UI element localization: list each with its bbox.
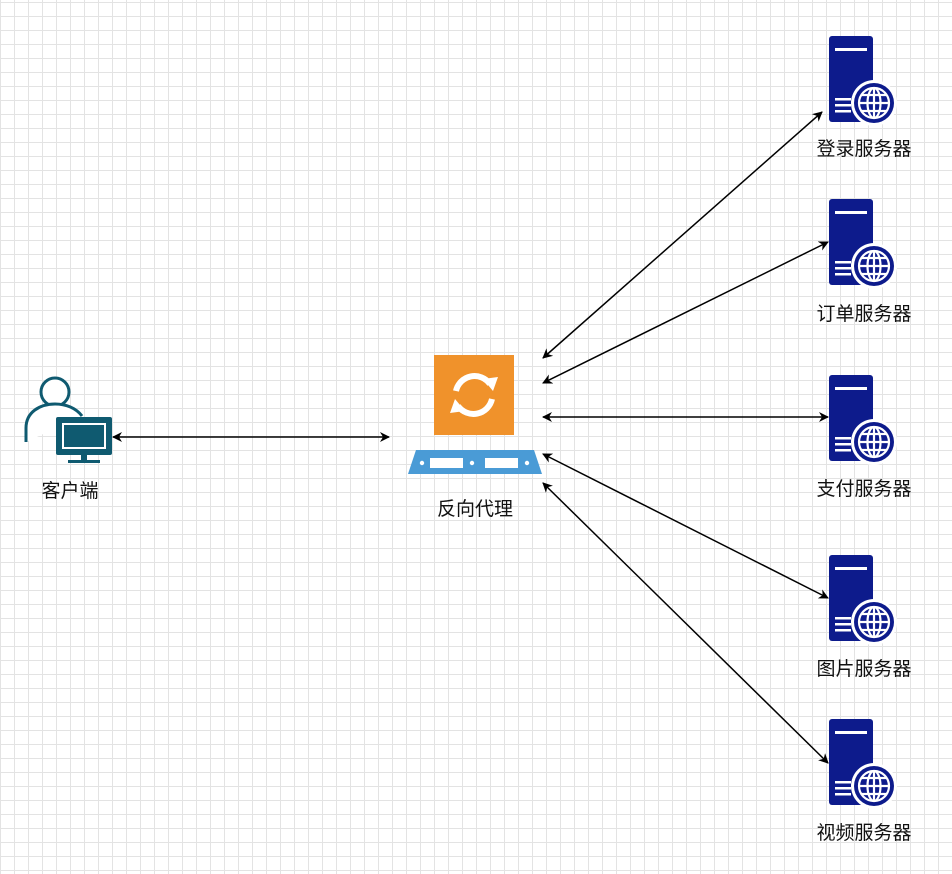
connections (112, 111, 829, 764)
edge-proxy-video (542, 482, 829, 764)
login-server-icon[interactable] (827, 34, 899, 128)
login-server-label: 登录服务器 (816, 138, 912, 160)
proxy-label: 反向代理 (436, 498, 513, 520)
user-with-monitor-icon[interactable] (24, 376, 112, 463)
order-server-icon[interactable] (827, 197, 899, 291)
edge-proxy-order (542, 241, 829, 384)
reverse-proxy-icon[interactable] (408, 355, 542, 474)
video-server-label: 视频服务器 (816, 822, 912, 844)
order-server-label: 订单服务器 (816, 303, 912, 325)
image-server-icon[interactable] (827, 553, 899, 647)
client-label: 客户端 (41, 480, 99, 502)
payment-server-label: 支付服务器 (816, 478, 912, 500)
image-server-label: 图片服务器 (816, 658, 912, 680)
payment-server-icon[interactable] (827, 373, 899, 467)
edge-proxy-login (542, 111, 823, 359)
video-server-icon[interactable] (827, 717, 899, 811)
